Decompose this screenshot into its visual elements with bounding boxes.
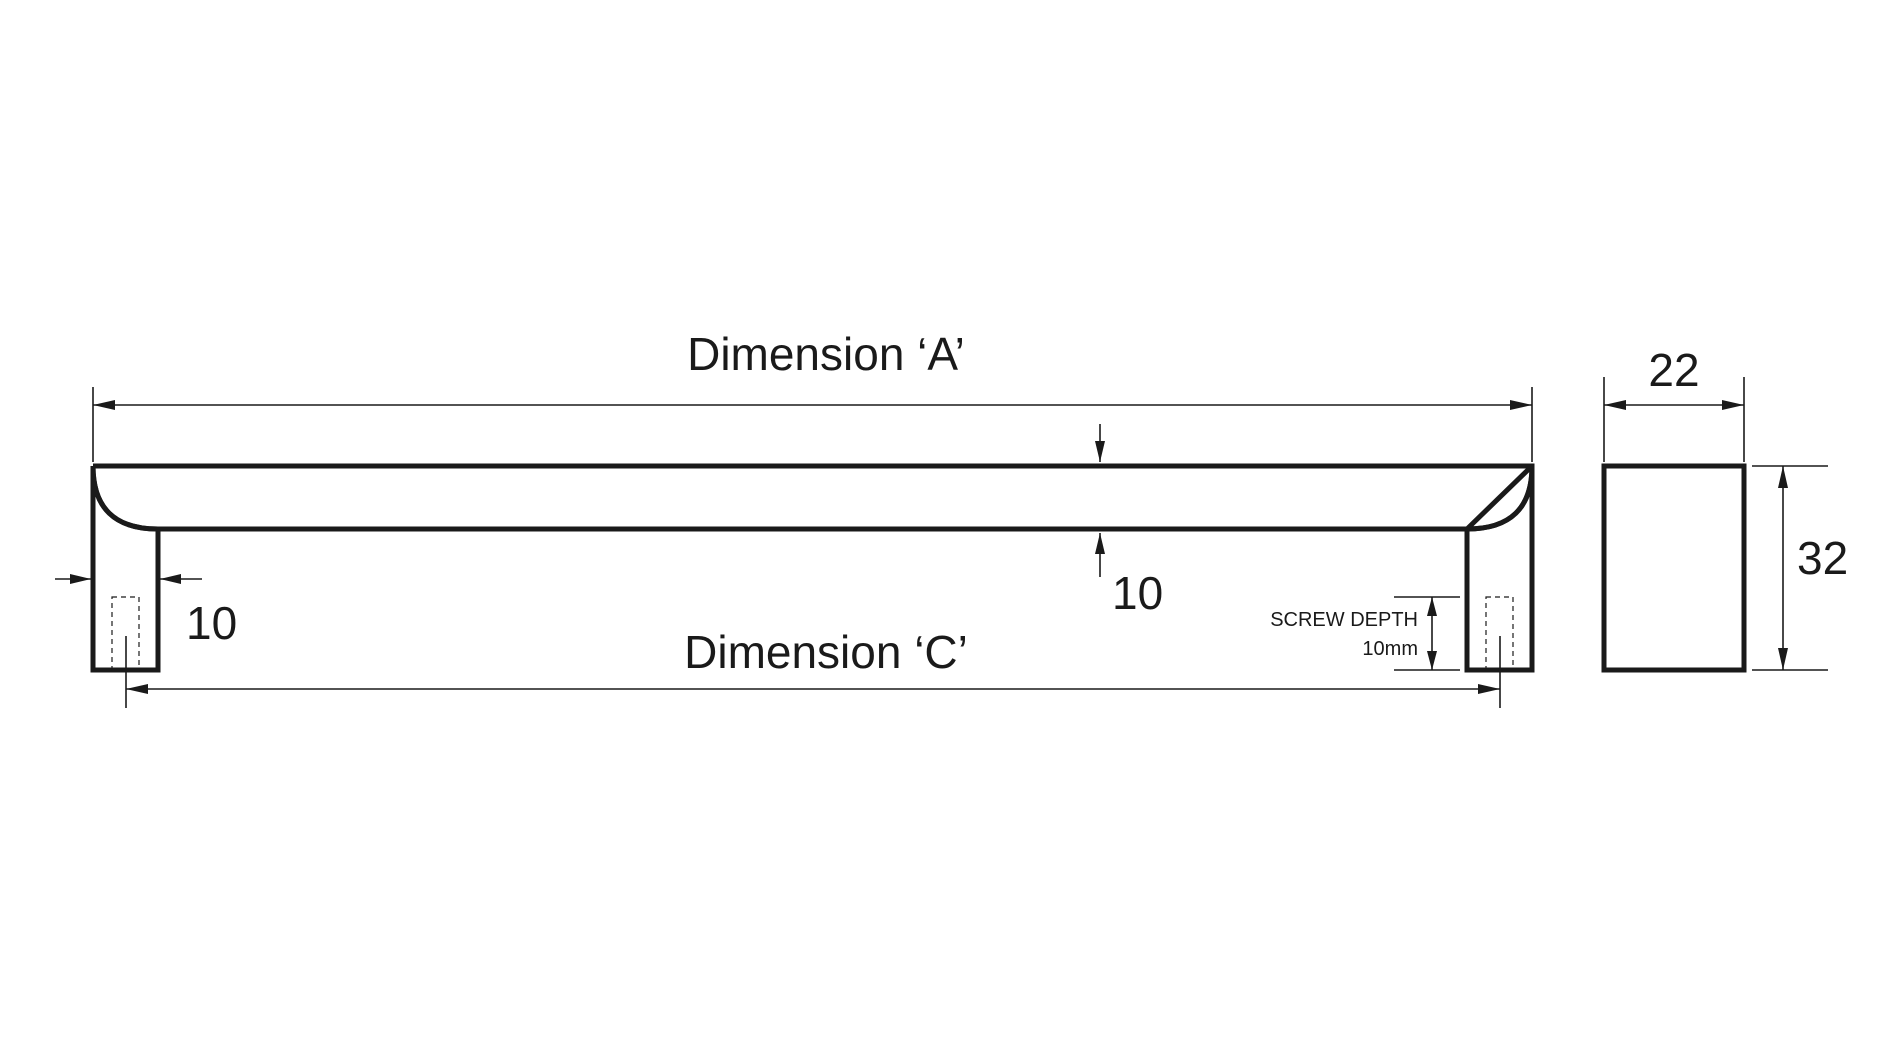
leg-width-dimension: 10	[55, 574, 237, 649]
end-height-label: 32	[1797, 532, 1848, 584]
end-width-label: 22	[1648, 344, 1699, 396]
bar-thickness-label: 10	[1112, 567, 1163, 619]
dimension-c: Dimension ‘C’	[125, 626, 1501, 708]
right-screw-hole	[1485, 596, 1514, 671]
bar-thickness-dimension: 10	[1095, 424, 1163, 619]
dimension-a-label: Dimension ‘A’	[687, 328, 965, 380]
left-screw-hole	[111, 596, 140, 671]
dimension-c-label: Dimension ‘C’	[684, 626, 968, 678]
leg-width-label: 10	[186, 597, 237, 649]
end-view-outline	[1601, 463, 1747, 673]
end-view: 22 32	[1601, 344, 1848, 673]
dimension-a: Dimension ‘A’	[92, 328, 1533, 462]
screw-depth-dimension: SCREW DEPTH 10mm	[1270, 596, 1460, 671]
right-fillet	[1466, 465, 1535, 532]
screw-depth-title: SCREW DEPTH	[1270, 609, 1418, 631]
left-fillet	[90, 465, 159, 532]
screw-depth-value: 10mm	[1362, 638, 1418, 660]
